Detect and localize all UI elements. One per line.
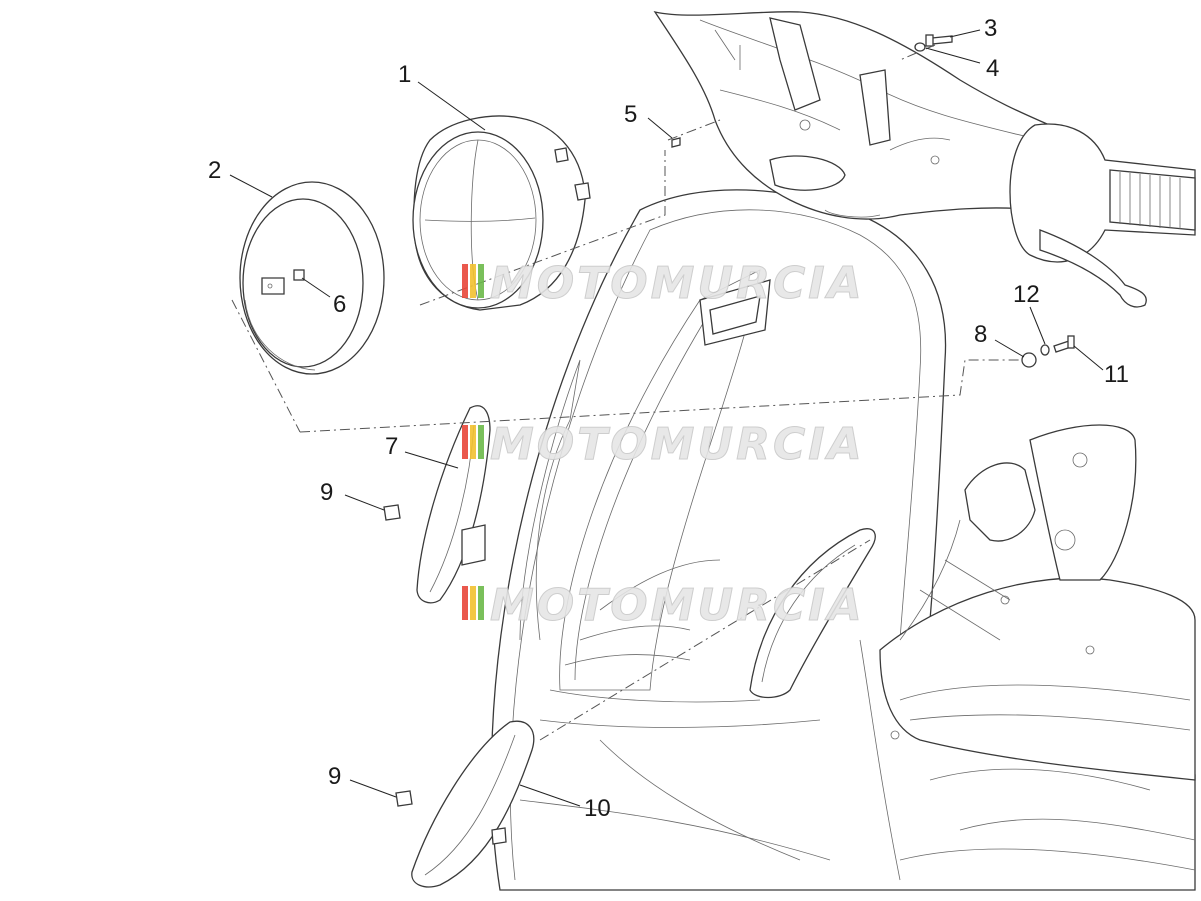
callout-6: 6 [333,291,346,318]
handlebar-assembly [653,11,1196,308]
watermark-text: MOTOMURCIA [490,258,865,309]
headlamp-part-1 [412,115,591,311]
headlamp-rim-part-2 [239,181,385,375]
watermark-text: MOTOMURCIA [490,580,865,631]
callout-7: 7 [385,433,398,460]
stripe-red [462,264,468,298]
stripe-green [478,264,484,298]
callout-3: 3 [984,15,997,42]
small-hardware [383,34,1075,807]
watermark-top: MOTOMURCIA [462,258,865,310]
callout-11: 11 [1104,361,1129,388]
stripe-yellow [470,586,476,620]
callout-8: 8 [974,321,987,348]
front-shield [490,189,1196,891]
watermark-bottom: MOTOMURCIA [462,580,865,632]
assembly-lines [231,44,1020,741]
leader-lines [229,29,1104,807]
callout-labels: 1 2 3 4 5 6 7 8 9 9 10 11 12 [208,15,1129,822]
callout-12: 12 [1013,281,1040,308]
callout-2: 2 [208,157,221,184]
stripe-red [462,425,468,459]
callout-5: 5 [624,101,637,128]
stripe-yellow [470,264,476,298]
watermark-middle: MOTOMURCIA [462,419,865,471]
callout-4: 4 [986,55,999,82]
stripe-green [478,425,484,459]
callout-9-upper: 9 [320,479,333,506]
callout-1: 1 [398,61,411,88]
stripe-red [462,586,468,620]
stripe-yellow [470,425,476,459]
stripe-green [478,586,484,620]
watermark-text: MOTOMURCIA [490,419,865,470]
callout-9-lower: 9 [328,763,341,790]
callout-10: 10 [584,795,611,822]
reflector-part-10 [411,720,535,888]
